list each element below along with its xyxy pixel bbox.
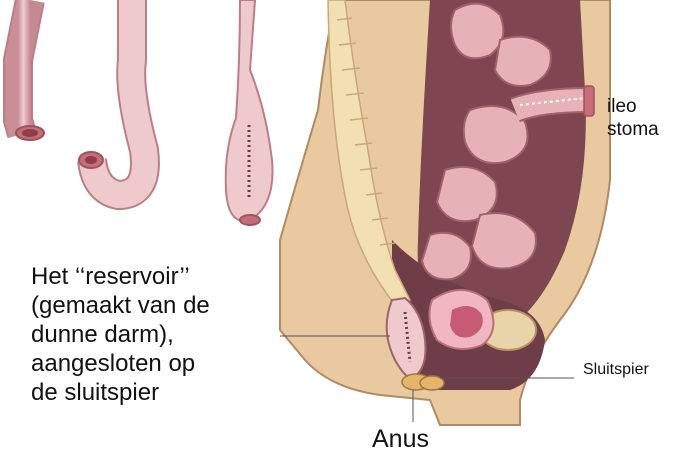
label-reservoir-line-2: (gemaakt van de — [31, 291, 210, 320]
label-ileostoma-line-2: stoma — [607, 118, 659, 141]
j-pouch-segment — [226, 0, 273, 225]
intestine-segment-j-loop — [79, 0, 145, 195]
label-reservoir-line-1: Het ‘‘reservoir’’ — [31, 262, 210, 291]
label-reservoir-line-3: dunne darm), — [31, 320, 210, 349]
label-ileostoma: ileo stoma — [607, 95, 659, 141]
intestine-segment-straight — [16, 0, 44, 140]
label-reservoir-line-5: de sluitspier — [31, 378, 210, 407]
body-cross-section — [280, 0, 610, 425]
label-anus: Anus — [372, 424, 429, 454]
label-sphincter: Sluitspier — [583, 360, 649, 380]
label-reservoir-line-4: aangesloten op — [31, 349, 210, 378]
label-reservoir: Het ‘‘reservoir’’ (gemaakt van de dunne … — [31, 262, 210, 407]
label-ileostoma-line-1: ileo — [607, 95, 659, 118]
